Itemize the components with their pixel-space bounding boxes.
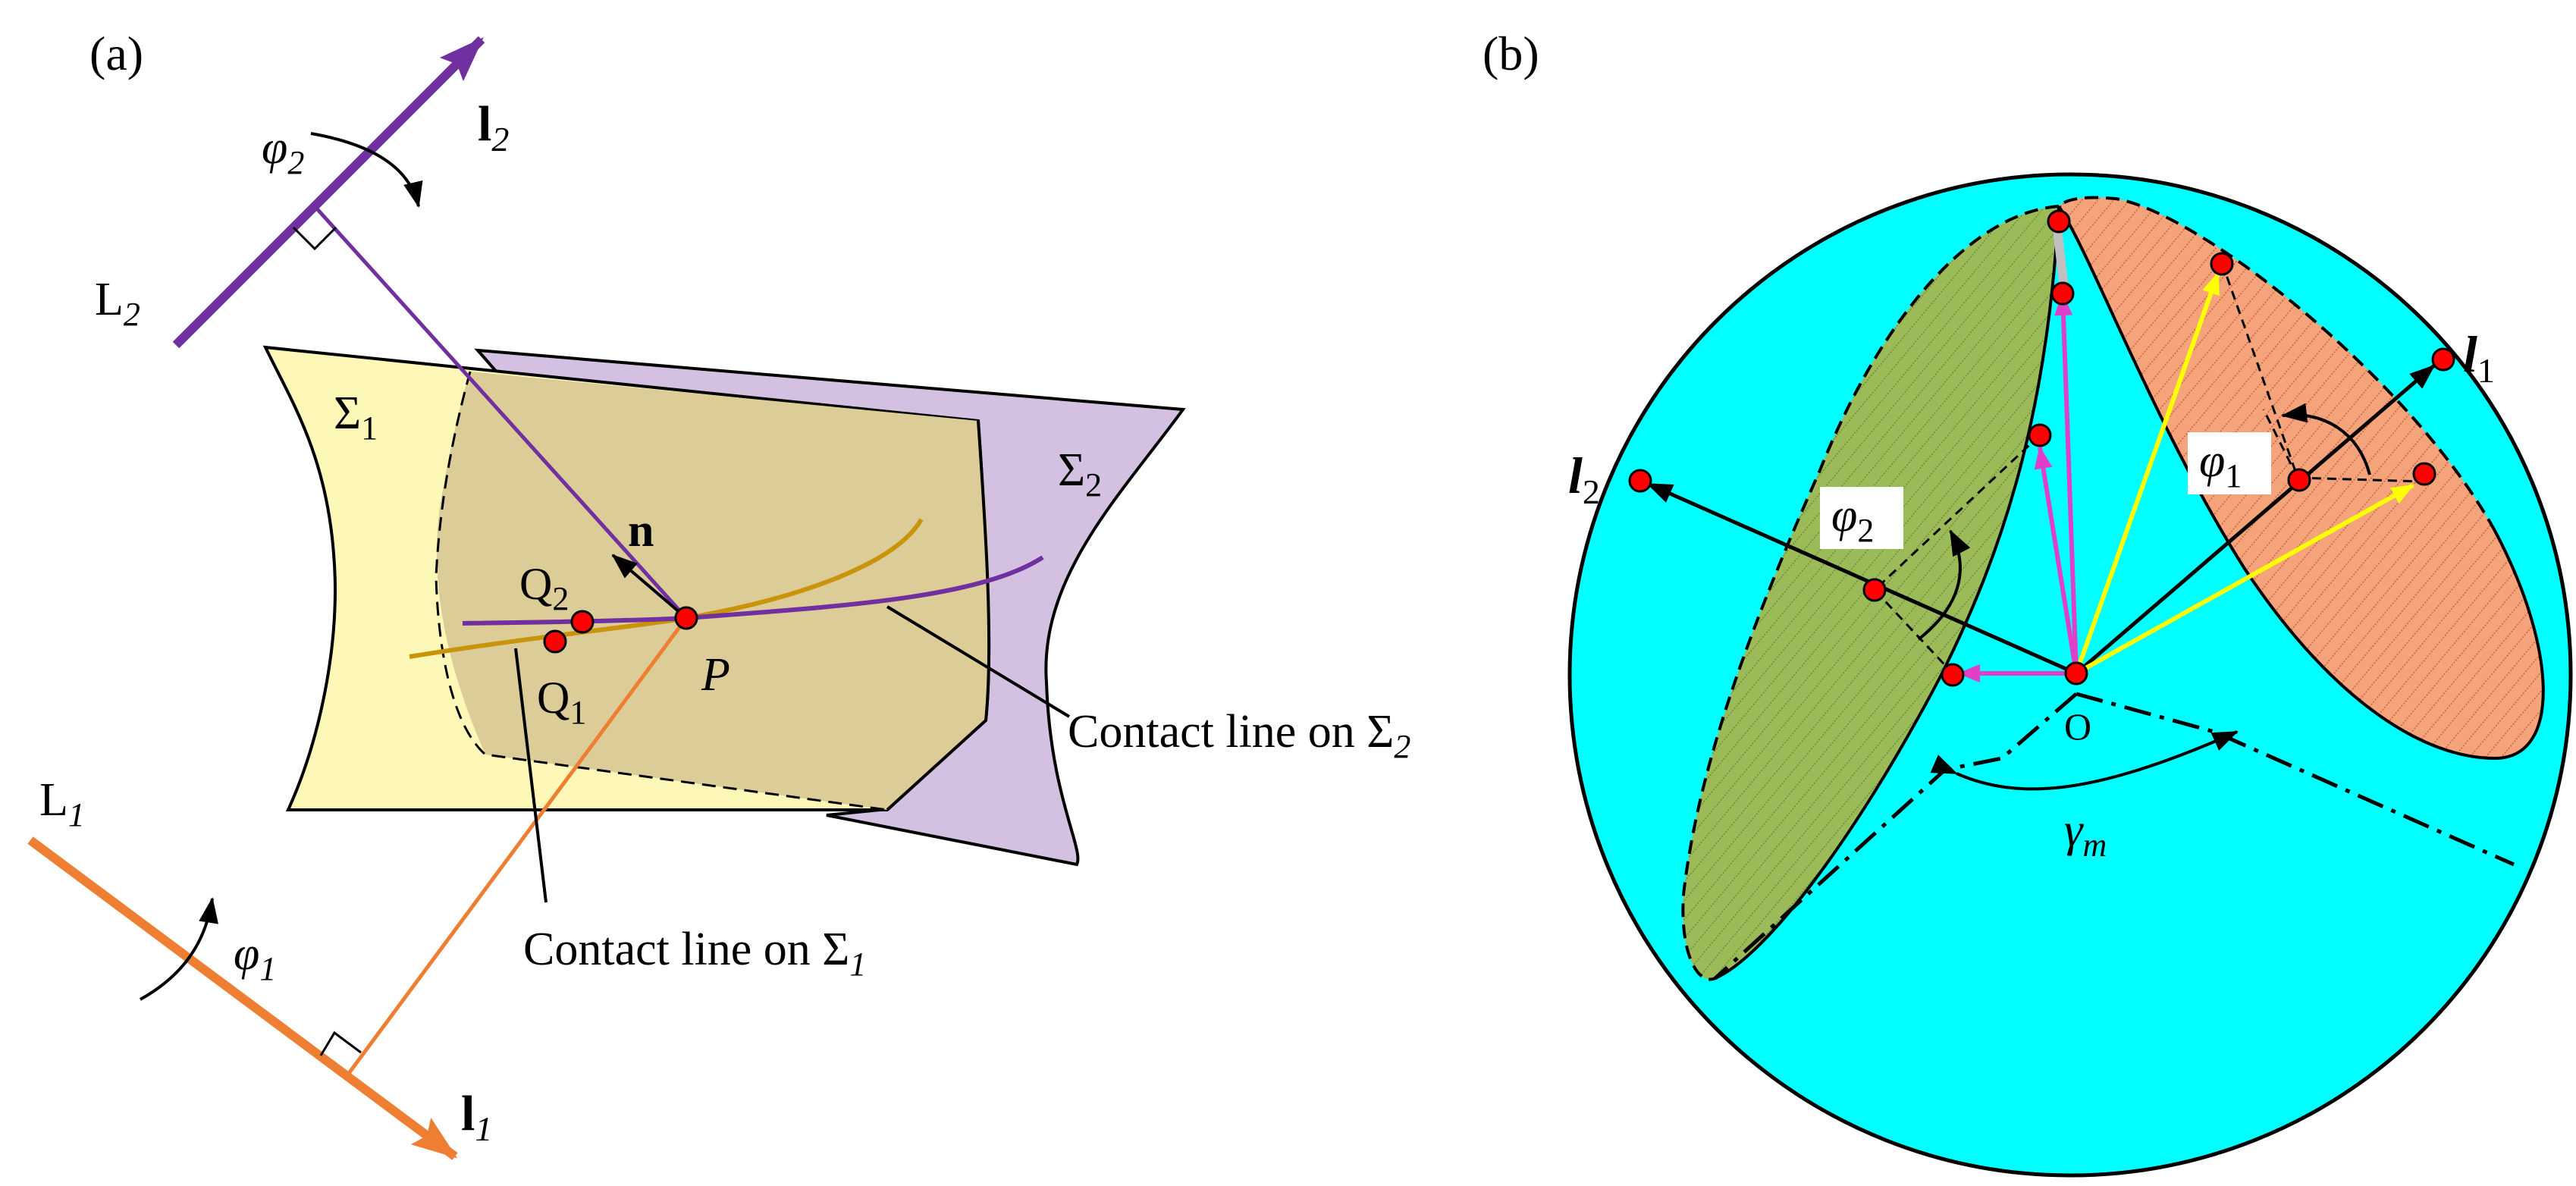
label-phi1: φ1 [234,928,276,987]
label-line-L2: L2 [95,274,140,333]
point-l1-axis [2287,468,2311,492]
rotation-arc-phi2 [1917,529,1971,641]
label-axis-l2-b: l2 [1568,447,1600,511]
label-line-L1: L1 [39,774,85,833]
normal-vector-n [611,554,688,620]
angle-arc-gamma [1930,730,2239,791]
magenta-vector-mid [2034,446,2079,674]
panel-b-label: (b) [1483,27,1539,80]
cone-gap-strip [2052,222,2069,289]
contact-curve-sigma-2 [462,555,1044,626]
point-Q2 [570,610,595,634]
cone-orange-back-edge [2057,196,2496,532]
label-Q1: Q1 [537,673,586,731]
label-gamma-m: γm [2064,805,2107,864]
axis-l1-arrow [27,836,458,1160]
magenta-vector-top [2054,293,2079,674]
axis-l2-vector [1646,482,2078,676]
surface-overlap [437,372,991,810]
sigma-1-right-edge [886,420,991,811]
yellow-vector-top [2074,271,2220,675]
point-orange-top [2210,252,2234,276]
label-axis-l2: l2 [478,96,509,158]
point-Q1 [543,629,567,654]
label-axis-l1-b: l1 [2463,325,2495,390]
label-contact-line-2: Contact line on Σ2 [1068,706,1410,765]
label-contact-line-1: Contact line on Σ1 [523,924,866,983]
rotation-arc-phi1 [2281,403,2371,475]
point-cone-apex-bottom [2050,281,2075,306]
panel-a: (a) l2 L2 φ2 [27,27,1410,1160]
label-sigma-1: Σ1 [334,387,378,447]
label-phi1-b: φ1 [2199,435,2242,494]
label-phi2: φ2 [262,122,304,181]
axis-l2-arrow [172,36,485,349]
right-angle-mark-1 [319,1031,362,1056]
plane-line-right [2076,692,2515,867]
point-orange-right [2412,462,2436,486]
label-phi2-b: φ2 [1831,490,1874,549]
point-green-low [1941,663,1965,687]
point-l2-tip [1628,469,1652,493]
label-sigma-2: Σ2 [1058,444,1102,504]
axis-l1-vector [2075,364,2436,675]
label-normal-n: n [628,505,654,557]
point-P [674,606,698,630]
label-point-P: P [701,649,730,701]
common-normal-l2 [313,205,688,620]
leader-contact-line-1 [514,648,548,903]
cone-green-back-edge [1681,205,2060,981]
common-normal-l1 [345,617,689,1077]
rotation-arrow-phi2 [310,132,423,208]
label-origin: O [2064,705,2091,748]
label-Q2: Q2 [519,559,569,617]
point-cone-apex-top [2047,209,2071,234]
cone-orange-front-edge [2057,205,2545,761]
label-phi1-bg [2188,432,2271,494]
point-green-mid [2028,423,2052,447]
leader-contact-line-2 [886,605,1071,718]
rotation-arrow-phi1 [140,897,218,1001]
point-l2-axis [1862,578,1887,602]
label-phi2-bg [1820,487,1903,549]
point-l1-tip [2431,347,2455,372]
right-angle-mark-2 [292,226,337,251]
point-origin [2064,661,2088,686]
label-axis-l1: l1 [461,1086,492,1148]
panel-a-label: (a) [89,27,143,80]
panel-b: (b) [1483,27,2573,1178]
yellow-vector-right [2075,483,2414,676]
